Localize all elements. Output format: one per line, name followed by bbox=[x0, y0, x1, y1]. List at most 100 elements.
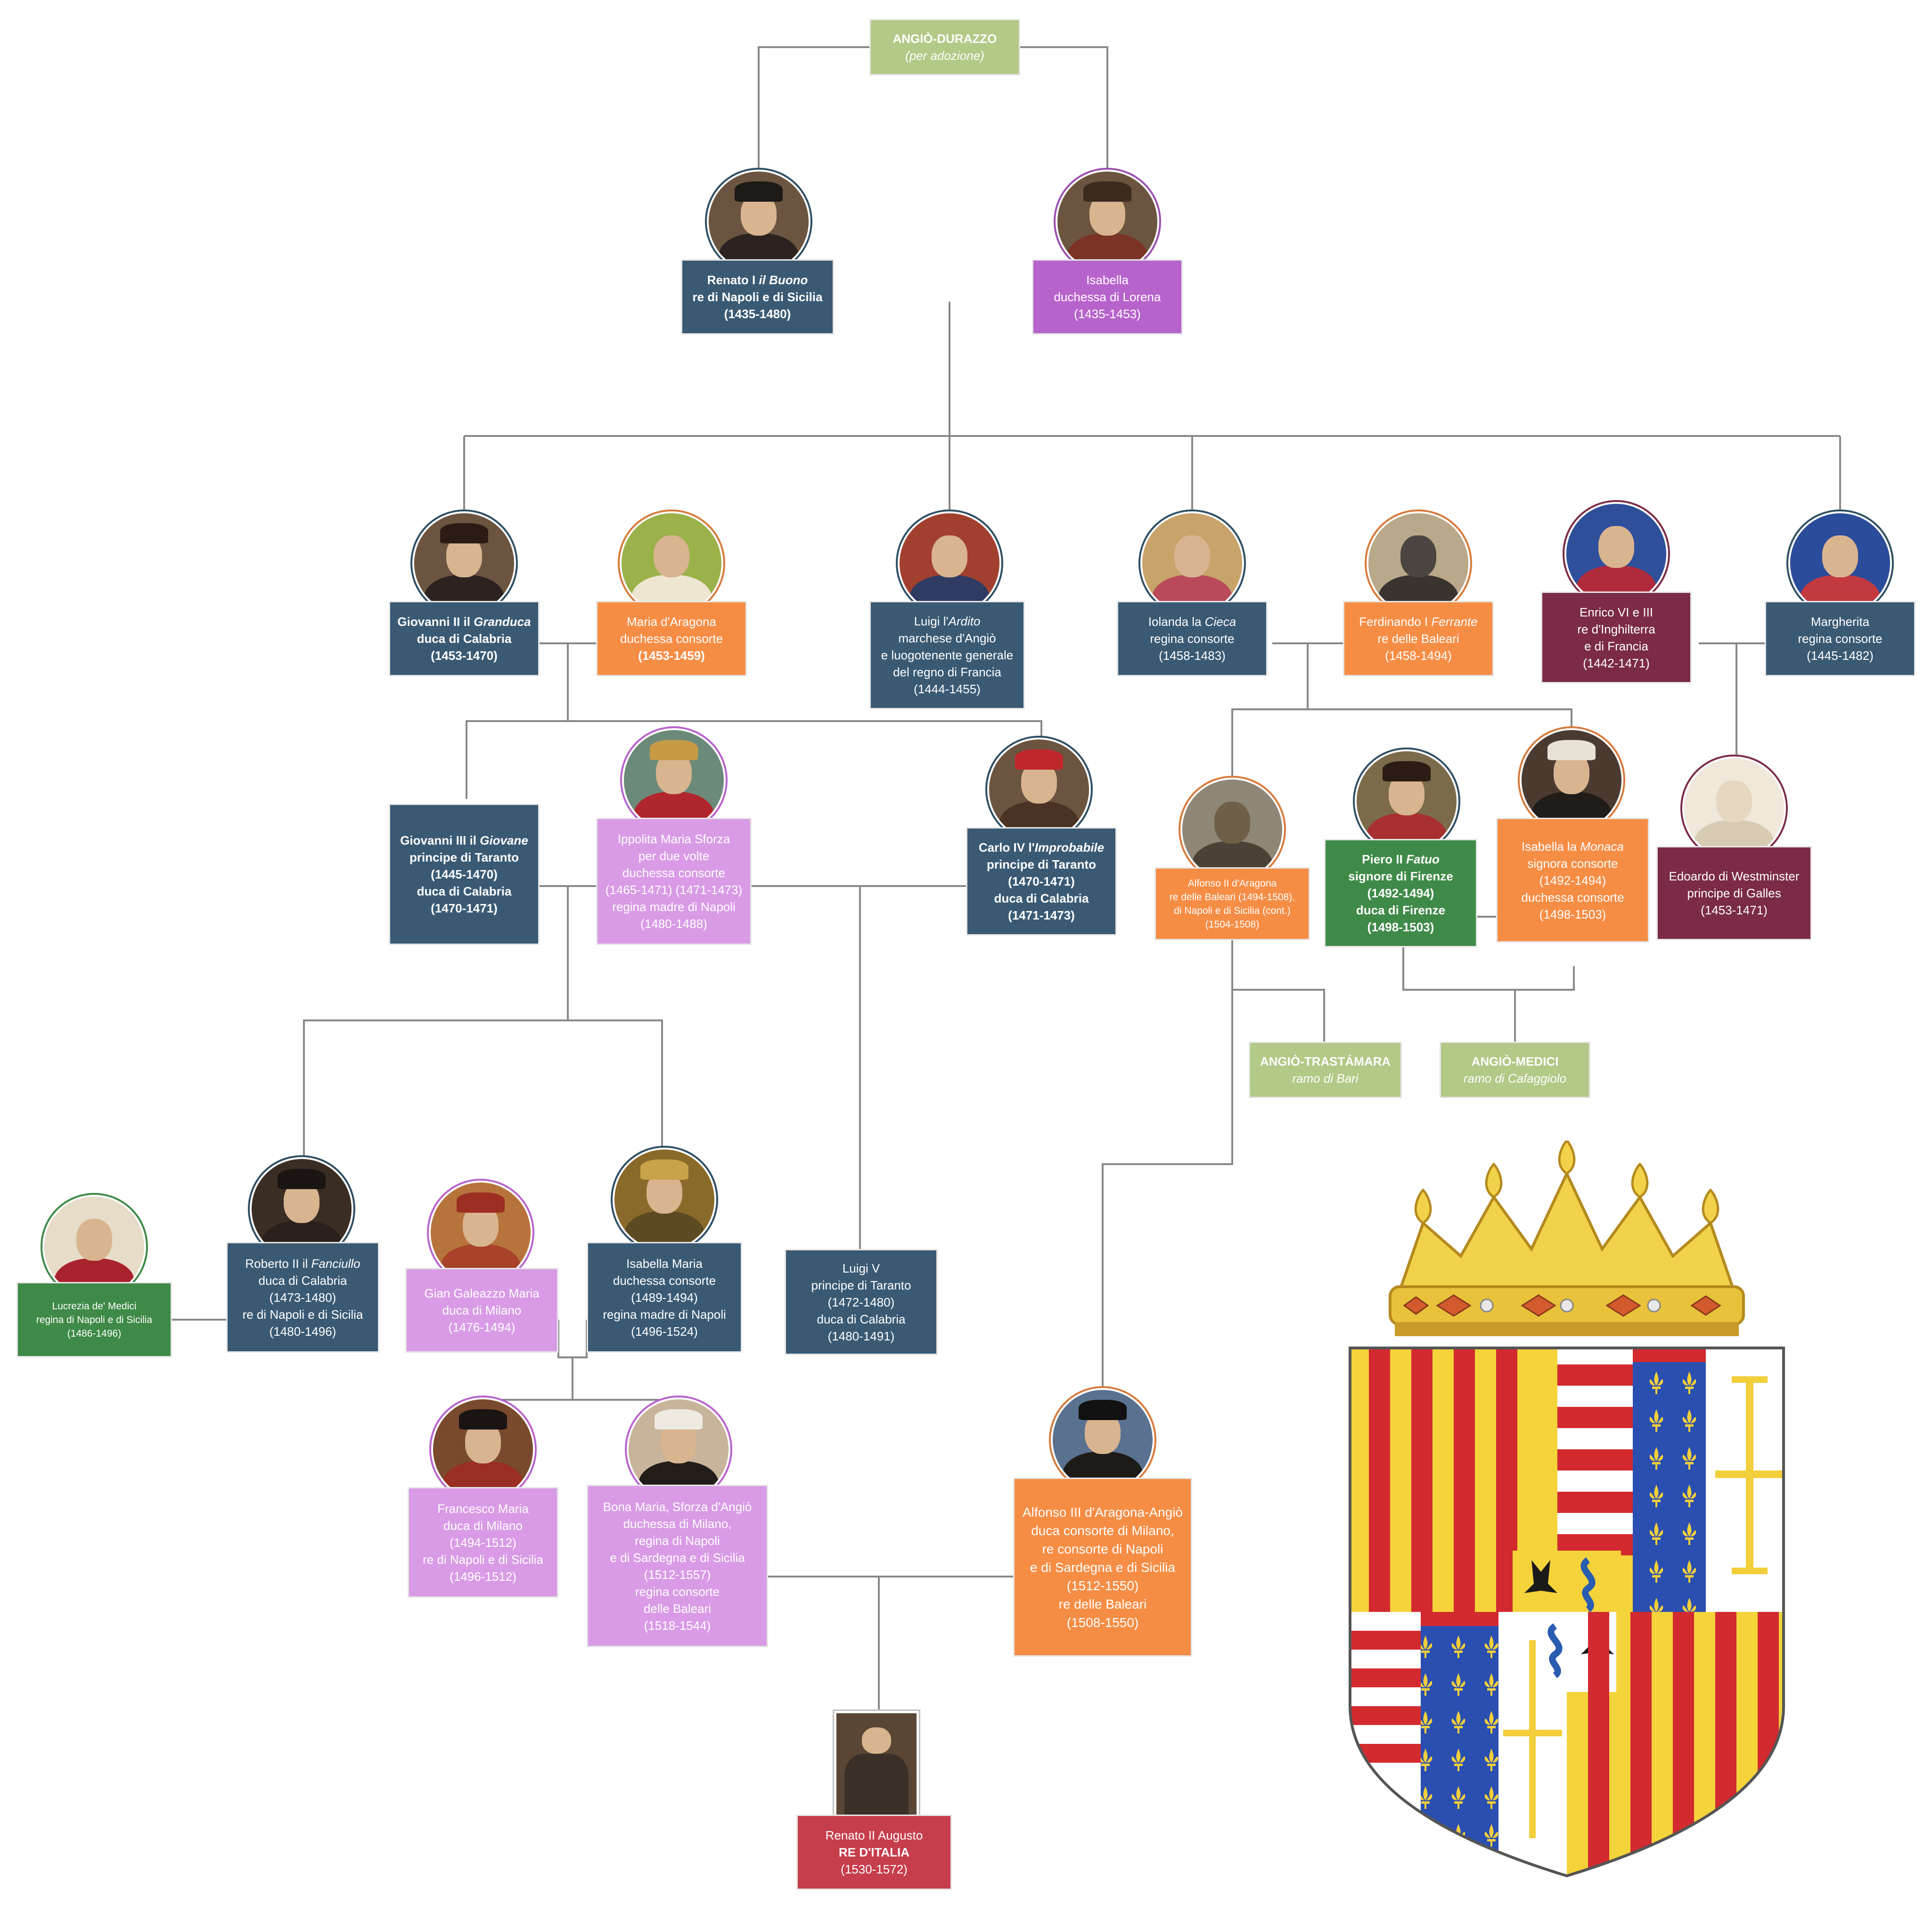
node-dates-2: (1508-1550) bbox=[1066, 1615, 1139, 1630]
node-title-4: regina consorte bbox=[635, 1584, 720, 1599]
ferdinando-i-box[interactable]: Ferdinando I Ferrante re delle Baleari (… bbox=[1343, 601, 1494, 676]
maria-aragona-box[interactable]: Maria d'Aragona duchessa consorte (1453-… bbox=[596, 601, 747, 676]
node-name: Ferdinando I bbox=[1359, 615, 1432, 629]
luigi-ardito-box[interactable]: Luigi l'Ardito marchese d'Angiò e luogot… bbox=[869, 601, 1025, 709]
node-name: Edoardo di Westminster bbox=[1669, 869, 1800, 883]
angio-durazzo-box[interactable]: ANGIÒ-DURAZZO (per adozione) bbox=[869, 19, 1020, 75]
node-dates: (1492-1494) bbox=[1367, 886, 1434, 900]
node-title: duca di Calabria bbox=[258, 1273, 347, 1288]
ippolita-portrait bbox=[622, 728, 726, 832]
node-dates-2: (1480-1488) bbox=[640, 917, 707, 931]
renato-i-box[interactable]: Renato I il Buono re di Napoli e di Sici… bbox=[681, 259, 834, 335]
node-title: regina consorte bbox=[1798, 632, 1883, 646]
node-subtitle: ramo di Cafaggiolo bbox=[1463, 1071, 1567, 1085]
node-name: Luigi l' bbox=[914, 614, 949, 628]
node-dates-2: (1518-1544) bbox=[644, 1618, 711, 1633]
alfonso-ii-box[interactable]: Alfonso II d'Aragona re delle Baleari (1… bbox=[1154, 867, 1310, 940]
node-title-2: re consorte di Napoli bbox=[1042, 1541, 1163, 1556]
node-name: Renato II Augusto bbox=[825, 1828, 923, 1842]
node-dates: (1465-1471) (1471-1473) bbox=[605, 883, 743, 897]
node-name: Carlo IV l' bbox=[978, 840, 1035, 854]
node-name: Giovanni III il bbox=[400, 833, 480, 847]
node-title-2: regina di Napoli bbox=[635, 1533, 720, 1548]
carlo-iv-box[interactable]: Carlo IV l'Improbabile principe di Taran… bbox=[966, 827, 1117, 936]
node-epithet: Fanciullo bbox=[311, 1256, 360, 1271]
node-title-2: re di Napoli e di Sicilia bbox=[242, 1307, 363, 1322]
ippolita-box[interactable]: Ippolita Maria Sforza per due volte duch… bbox=[596, 818, 752, 945]
alfonso-iii-box[interactable]: Alfonso III d'Aragona-Angiò duca consort… bbox=[1013, 1478, 1192, 1657]
node-dates: (1442-1471) bbox=[1583, 656, 1650, 670]
node-name: Piero II bbox=[1362, 852, 1407, 866]
coat-of-arms-icon bbox=[1349, 1141, 1785, 1878]
margherita-box[interactable]: Margherita regina consorte (1445-1482) bbox=[1765, 601, 1916, 676]
iolanda-portrait bbox=[1140, 511, 1244, 615]
isabella-monaca-portrait bbox=[1520, 728, 1623, 832]
gian-galeazzo-portrait bbox=[429, 1181, 532, 1284]
node-dates: (1473-1480) bbox=[269, 1290, 336, 1305]
node-title-2: duchessa consorte bbox=[622, 866, 726, 880]
isabella-maria-box[interactable]: Isabella Maria duchessa consorte (1489-1… bbox=[587, 1242, 742, 1353]
node-dates-2: (1470-1471) bbox=[431, 901, 498, 915]
node-dates: (1445-1470) bbox=[431, 867, 498, 881]
luigi-v-box[interactable]: Luigi V principe di Taranto (1472-1480) … bbox=[785, 1249, 938, 1355]
node-title: signore di Firenze bbox=[1348, 869, 1453, 883]
node-epithet: Ferrante bbox=[1431, 615, 1478, 629]
node-title-2: re di Napoli e di Sicilia bbox=[423, 1552, 543, 1567]
node-title: ANGIÒ-TRASTÁMARA bbox=[1260, 1054, 1391, 1068]
angio-trastamara-box[interactable]: ANGIÒ-TRASTÁMARA ramo di Bari bbox=[1249, 1042, 1402, 1098]
node-title: per due volte bbox=[638, 849, 710, 863]
node-dates: (1453-1459) bbox=[638, 649, 705, 663]
node-name: Lucrezia de' Medici bbox=[52, 1300, 137, 1312]
node-title-3: e di Sardegna e di Sicilia bbox=[610, 1550, 745, 1565]
francesco-maria-box[interactable]: Francesco Maria duca di Milano (1494-151… bbox=[408, 1487, 558, 1598]
lucrezia-box[interactable]: Lucrezia de' Medici regina di Napoli e d… bbox=[16, 1282, 172, 1357]
node-dates: (1494-1512) bbox=[450, 1535, 516, 1550]
node-title: principe di Taranto bbox=[986, 857, 1097, 871]
giovanni-ii-box[interactable]: Giovanni II il Granduca duca di Calabria… bbox=[389, 601, 540, 676]
node-title-5: delle Baleari bbox=[643, 1601, 712, 1616]
node-title: re delle Baleari bbox=[1377, 632, 1459, 646]
renato-ii-portrait bbox=[834, 1711, 919, 1817]
angio-medici-box[interactable]: ANGIÒ-MEDICI ramo di Cafaggiolo bbox=[1440, 1042, 1590, 1098]
node-title: principe di Galles bbox=[1687, 886, 1781, 900]
node-name: Iolanda la bbox=[1148, 615, 1205, 629]
iolanda-box[interactable]: Iolanda la Cieca regina consorte (1458-1… bbox=[1117, 601, 1268, 676]
node-title-3: del regno di Francia bbox=[893, 665, 1001, 679]
lucrezia-portrait bbox=[42, 1195, 146, 1298]
piero-ii-portrait bbox=[1355, 749, 1458, 853]
node-dates-2: (1471-1473) bbox=[1008, 908, 1075, 922]
isabella-lorena-box[interactable]: Isabella duchessa di Lorena (1435-1453) bbox=[1032, 259, 1183, 335]
edoardo-portrait bbox=[1682, 756, 1786, 860]
node-dates: (1492-1494) bbox=[1539, 873, 1606, 887]
node-title-2: regina madre di Napoli bbox=[603, 1307, 726, 1322]
node-dates: (1453-1470) bbox=[431, 649, 498, 663]
node-dates: (1512-1557) bbox=[644, 1567, 711, 1582]
edoardo-box[interactable]: Edoardo di Westminster principe di Galle… bbox=[1656, 846, 1812, 940]
node-dates: (1512-1550) bbox=[1066, 1578, 1139, 1593]
node-title: duchessa di Lorena bbox=[1054, 290, 1161, 304]
node-dates: (1489-1494) bbox=[631, 1290, 698, 1305]
bona-maria-portrait bbox=[627, 1397, 730, 1501]
bona-maria-box[interactable]: Bona Maria, Sforza d'Angiò duchessa di M… bbox=[587, 1485, 768, 1647]
piero-ii-box[interactable]: Piero II Fatuo signore di Firenze (1492-… bbox=[1324, 839, 1477, 947]
node-dates: (1435-1480) bbox=[724, 307, 791, 321]
node-epithet: Improbabile bbox=[1034, 840, 1105, 854]
giovanni-iii-box[interactable]: Giovanni III il Giovane principe di Tara… bbox=[389, 804, 540, 945]
enrico-vi-portrait bbox=[1564, 502, 1668, 606]
renato-ii-box[interactable]: Renato II Augusto RE D'ITALIA (1530-1572… bbox=[796, 1815, 952, 1890]
gian-galeazzo-box[interactable]: Gian Galeazzo Maria duca di Milano (1476… bbox=[405, 1268, 558, 1353]
isabella-monaca-box[interactable]: Isabella la Monaca signora consorte (149… bbox=[1496, 818, 1649, 943]
enrico-vi-box[interactable]: Enrico VI e III re d'Inghilterra e di Fr… bbox=[1541, 592, 1692, 683]
node-name: Bona Maria, Sforza d'Angiò bbox=[603, 1499, 752, 1514]
node-name: Isabella bbox=[1086, 273, 1129, 287]
alfonso-iii-portrait bbox=[1051, 1388, 1154, 1492]
roberto-ii-box[interactable]: Roberto II il Fanciullo duca di Calabria… bbox=[226, 1242, 379, 1353]
node-title-2: e di Francia bbox=[1584, 639, 1648, 653]
node-title-2: duca di Calabria bbox=[994, 891, 1089, 905]
node-name: Renato I bbox=[707, 273, 759, 287]
node-title-2: duca di Calabria bbox=[817, 1312, 906, 1326]
node-title-3: regina madre di Napoli bbox=[612, 900, 736, 914]
giovanni-ii-portrait bbox=[412, 511, 516, 615]
ferdinando-i-portrait bbox=[1367, 511, 1470, 615]
